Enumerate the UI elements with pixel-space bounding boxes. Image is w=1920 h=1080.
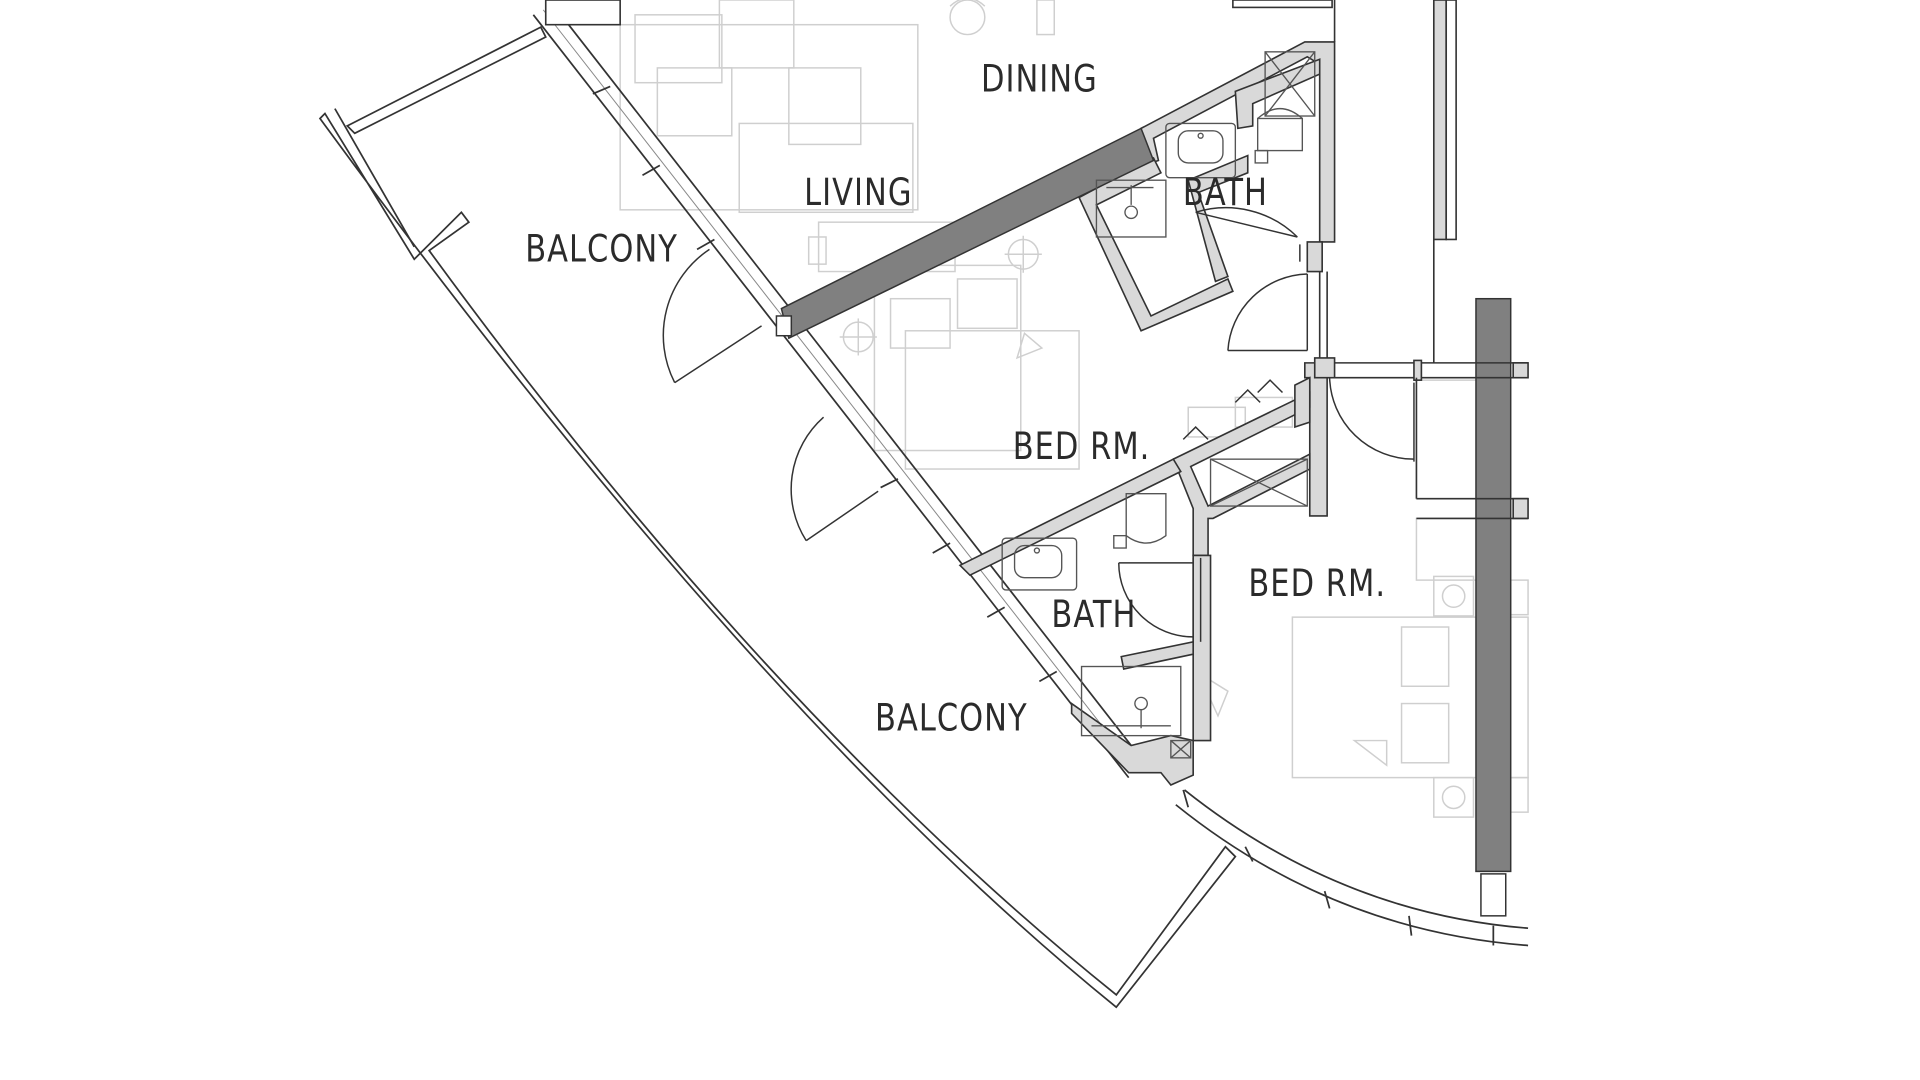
east-wall xyxy=(1475,297,1512,873)
label-dining: DINING xyxy=(981,58,1098,101)
curved-facade xyxy=(1175,789,1529,947)
bath-upper-door xyxy=(1195,206,1301,262)
label-bath-upper: BATH xyxy=(1183,171,1268,214)
label-living: LIVING xyxy=(804,171,912,214)
structural-walls xyxy=(775,127,1512,917)
bath-fixtures xyxy=(1001,51,1316,759)
doors xyxy=(662,206,1415,642)
label-balcony-lower: BALCONY xyxy=(875,697,1028,740)
bath-lower-door xyxy=(1118,557,1202,642)
bedroom-lower-door xyxy=(1328,376,1415,462)
bedroom-upper-door xyxy=(1227,273,1309,352)
label-bedroom-upper: BED RM. xyxy=(1013,425,1151,468)
balcony-door-lower xyxy=(790,416,879,542)
label-bath-lower: BATH xyxy=(1051,593,1136,636)
label-bedroom-lower: BED RM. xyxy=(1248,562,1386,605)
room-labels: DINING LIVING BATH BALCONY BED RM. BATH … xyxy=(525,58,1386,740)
furniture-layer xyxy=(619,0,1529,818)
closet-doors xyxy=(1182,379,1284,440)
bath-upper-fixtures xyxy=(1095,51,1316,238)
dining-furniture xyxy=(619,0,1056,214)
bedroom-upper-furniture xyxy=(807,221,1080,470)
interior-walls xyxy=(958,41,1336,786)
bath-lower-fixtures xyxy=(1001,458,1308,759)
balcony-outlines xyxy=(318,4,1237,1009)
balcony-door-upper xyxy=(662,248,762,384)
label-balcony-upper: BALCONY xyxy=(525,228,678,271)
